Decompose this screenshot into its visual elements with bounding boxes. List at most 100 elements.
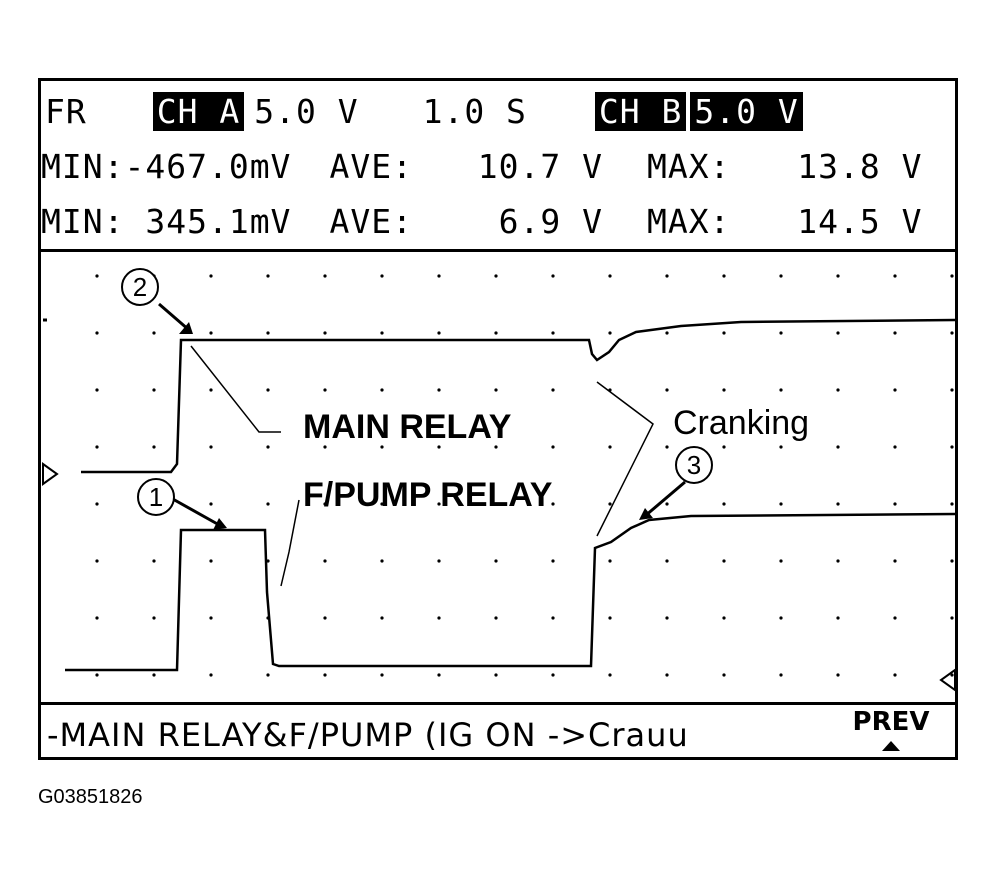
grid-dot (209, 388, 213, 392)
grid-dot (437, 616, 441, 620)
grid-dot (551, 388, 555, 392)
grid-dot (437, 673, 441, 677)
grid-dot (95, 502, 99, 506)
channel-a-scale[interactable]: 5.0 V (254, 91, 359, 131)
grid-dot (95, 559, 99, 563)
waveform-svg (42, 274, 955, 692)
max-label: MAX: (646, 146, 731, 186)
grid-dot (950, 445, 954, 449)
grid-dot (836, 274, 840, 278)
channel-b-scale[interactable]: 5.0 V (690, 91, 803, 131)
grid-dot (209, 673, 213, 677)
readings-row-b: MIN: 345.1mV AVE: 6.9 V MAX: 14.5 V (41, 199, 922, 243)
grid-dot (722, 559, 726, 563)
header-row: FR CH A 5.0 V 1.0 S CH B 5.0 V (41, 89, 803, 133)
channel-a-label[interactable]: CH A (152, 91, 245, 131)
grid-dot (950, 331, 954, 335)
grid-dot (950, 616, 954, 620)
grid-dot (380, 388, 384, 392)
grid-dot (551, 502, 555, 506)
up-arrow-icon (882, 741, 900, 751)
scope-screen: FR CH A 5.0 V 1.0 S CH B 5.0 V MIN: -467… (38, 78, 958, 760)
grid-dot (608, 616, 612, 620)
max-value: 14.5 V (797, 201, 923, 241)
ave-value: 6.9 V (498, 201, 603, 241)
grid-dot (95, 445, 99, 449)
grid-dot (551, 559, 555, 563)
grid-dot (323, 559, 327, 563)
callout-3: 3 (675, 446, 713, 484)
grid-dot (266, 673, 270, 677)
grid-dot (893, 274, 897, 278)
fpump-relay-label: F/PUMP RELAY (303, 476, 553, 514)
grid-dot (323, 673, 327, 677)
grid-dot (893, 559, 897, 563)
grid-dot (950, 274, 954, 278)
grid-dot (266, 502, 270, 506)
grid-dot (836, 559, 840, 563)
grid-dot (665, 445, 669, 449)
grid-dot (437, 559, 441, 563)
grid-dot (950, 502, 954, 506)
grid-dot (152, 388, 156, 392)
grid-dot (665, 388, 669, 392)
grid-dot (494, 616, 498, 620)
grid-dot (380, 331, 384, 335)
fpump-relay-leader (280, 499, 300, 587)
cranking-label: Cranking (673, 404, 810, 442)
status-bar: -MAIN RELAY&F/PUMP (IG ON ->Crauu (47, 716, 689, 754)
waveform-plot: MAIN RELAY F/PUMP RELAY Cranking 2 1 3 (41, 249, 955, 705)
grid-dot (323, 274, 327, 278)
prev-label: PREV (852, 707, 930, 737)
grid-dot (152, 616, 156, 620)
grid-dot (779, 616, 783, 620)
grid-dot (209, 331, 213, 335)
grid-dot (722, 331, 726, 335)
channel-b-label[interactable]: CH B (594, 91, 687, 131)
min-label: MIN: (41, 146, 125, 186)
grid-dot (380, 559, 384, 563)
grid-dot (722, 673, 726, 677)
grid-dot (152, 445, 156, 449)
grid-dot (494, 388, 498, 392)
grid-dot (152, 673, 156, 677)
grid-dot (152, 559, 156, 563)
grid-dot (95, 616, 99, 620)
grid-dot (665, 559, 669, 563)
prev-button[interactable]: PREV (841, 707, 941, 757)
ave-label: AVE: (329, 201, 413, 241)
grid-dot (722, 388, 726, 392)
grid-dot (209, 616, 213, 620)
callout-3-arrowhead (639, 508, 653, 520)
channel-b-ground-marker (939, 668, 955, 692)
grid-dot (608, 673, 612, 677)
grid-dot (779, 274, 783, 278)
readings-row-a: MIN: -467.0mV AVE: 10.7 V MAX: 13.8 V (41, 144, 922, 188)
grid-dot (209, 274, 213, 278)
main-relay-leader (190, 345, 281, 433)
grid-dot (779, 502, 783, 506)
grid-dot (323, 331, 327, 335)
grid-dot (95, 388, 99, 392)
channel-a-ground-marker (42, 462, 59, 486)
grid-dot (950, 388, 954, 392)
grid-dot (608, 559, 612, 563)
figure-id: G03851826 (38, 786, 143, 808)
mode-label: FR (45, 91, 87, 131)
grid-dot (380, 673, 384, 677)
grid-dot (95, 673, 99, 677)
grid-dot (266, 445, 270, 449)
grid-dot (836, 388, 840, 392)
grid-dot (437, 388, 441, 392)
grid-dot (323, 502, 327, 506)
timebase[interactable]: 1.0 S (422, 91, 527, 131)
grid-dot (494, 274, 498, 278)
main-relay-trace (81, 318, 955, 474)
grid-dot (950, 673, 954, 677)
grid-dot (779, 331, 783, 335)
grid-dot (380, 616, 384, 620)
grid-dot (779, 559, 783, 563)
grid-dot (893, 331, 897, 335)
grid-dot (608, 331, 612, 335)
grid-dot (437, 274, 441, 278)
